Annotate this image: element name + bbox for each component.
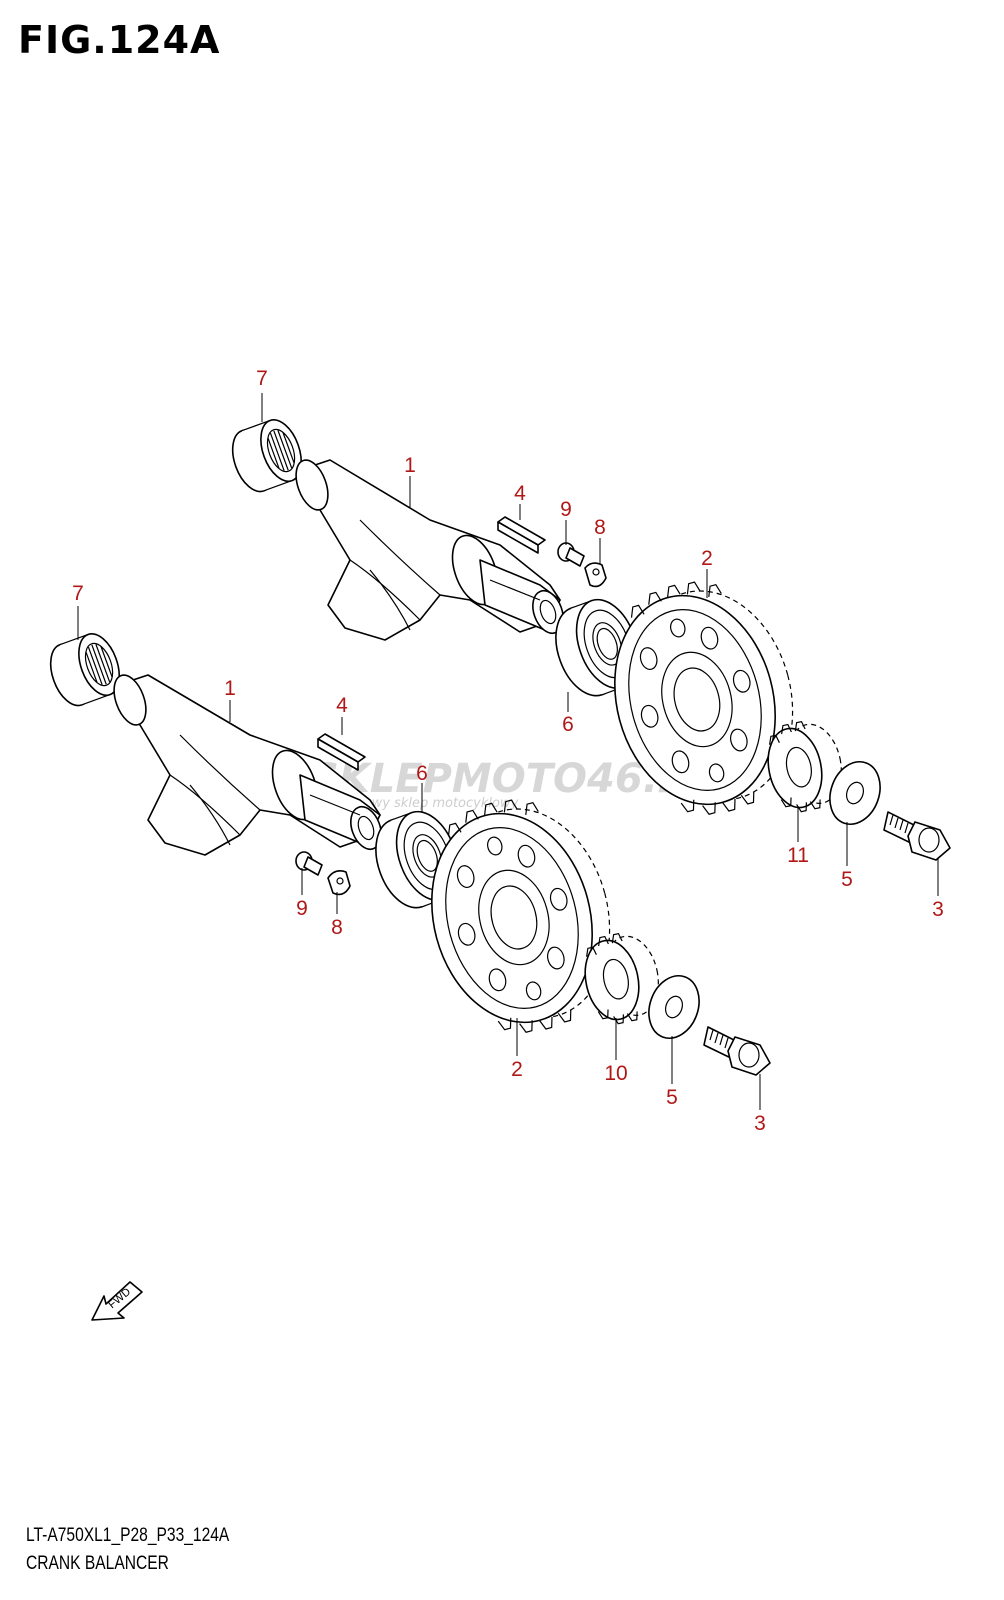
callout-10: 10 [604,1062,627,1085]
diagram-code: LT-A750XL1_P28_P33_124A [26,1525,230,1546]
callout-numbers: 7 1 4 9 8 2 6 7 1 4 6 11 5 3 9 8 2 10 5 … [72,367,944,1135]
callout-6-upper: 6 [562,713,574,736]
callout-8-upper: 8 [594,516,606,539]
needle-bearing-lower[interactable] [43,628,127,711]
balancer-shaft-upper[interactable] [290,456,569,641]
key-upper[interactable] [497,516,546,554]
figure-title: FIG.124A [18,18,221,62]
callout-4-upper: 4 [514,482,526,505]
diagram-name: CRANK BALANCER [26,1553,169,1574]
ball-bearing-lower[interactable] [365,803,470,916]
key-lower[interactable] [317,733,366,771]
callout-9-upper: 9 [560,498,572,521]
bolt-lower[interactable] [703,1026,771,1076]
washer-lower[interactable] [641,969,708,1046]
callout-8-lower: 8 [331,916,343,939]
callout-6-lower: 6 [416,762,428,785]
screw-lower[interactable] [295,851,323,876]
lock-plate-lower[interactable] [327,870,351,896]
balancer-gear-upper[interactable] [590,563,818,832]
callout-7-upper: 7 [256,367,268,390]
drive-gear-11[interactable] [760,715,849,816]
callout-5-lower: 5 [666,1086,678,1109]
callout-3-upper: 3 [932,898,944,921]
drive-gear-10[interactable] [577,927,666,1028]
callout-1-upper: 1 [404,454,416,477]
needle-bearing-upper[interactable] [225,414,309,497]
callout-4-lower: 4 [336,694,348,717]
screw-upper[interactable] [557,542,585,567]
bolt-upper[interactable] [883,811,951,861]
balancer-shaft-lower[interactable] [108,671,387,856]
callout-5-upper: 5 [841,868,853,891]
callout-11: 11 [787,844,809,867]
callout-2-upper: 2 [701,547,713,570]
callout-7-lower: 7 [72,582,84,605]
callout-9-lower: 9 [296,897,308,920]
callout-3-lower: 3 [754,1112,766,1135]
callout-1-lower: 1 [224,677,236,700]
fwd-arrow-icon: FWD [91,1281,143,1321]
washer-upper[interactable] [822,755,889,832]
leader-lines [77,393,939,1110]
callout-2-lower: 2 [511,1058,523,1081]
lock-plate-upper[interactable] [584,562,607,588]
balancer-gear-lower[interactable] [407,781,635,1050]
